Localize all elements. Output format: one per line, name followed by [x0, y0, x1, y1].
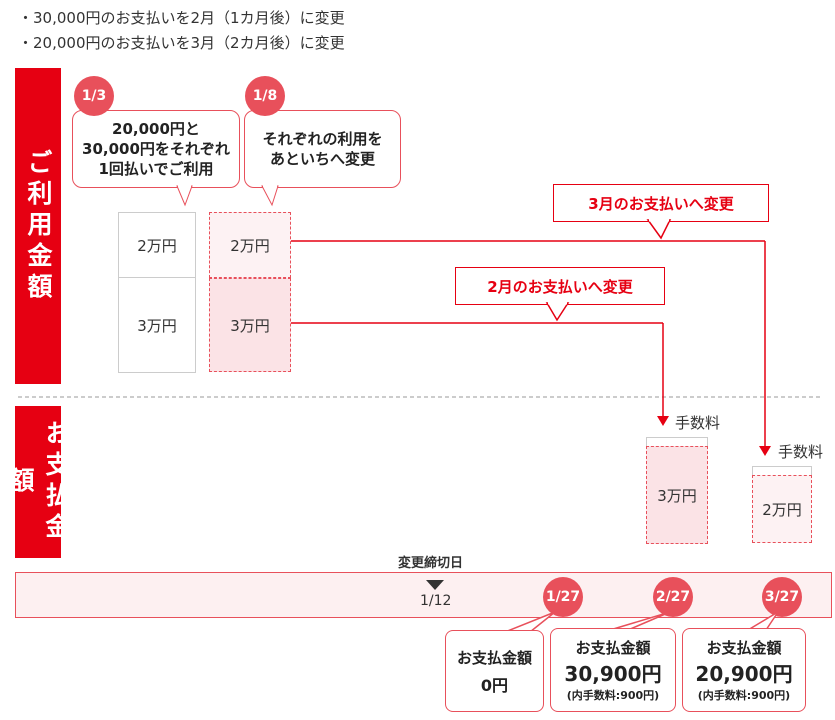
march-change-callout: 3月のお支払いへ変更 [553, 184, 769, 222]
intro-line-2: ・20,000円のお支払いを3月（2カ月後）に変更 [18, 34, 345, 52]
payment-amount: 20,900円 [695, 662, 793, 686]
payment-info-jan: お支払金額 0円 [445, 630, 544, 712]
feb-payment-box: 3万円 [646, 446, 708, 544]
bubble-line: それぞれの利用を [262, 130, 383, 148]
change-note-bubble: それぞれの利用を あといちへ変更 [244, 110, 401, 188]
payment-title: お支払金額 [706, 639, 782, 657]
date-badge-1-3: 1/3 [74, 76, 114, 116]
payment-title: お支払金額 [456, 648, 532, 667]
bubble-line: 20,000円と [112, 120, 200, 138]
deadline-label: 変更締切日 [398, 556, 464, 571]
deadline-date: 1/12 [420, 593, 452, 609]
usage-box-20000: 2万円 [118, 212, 196, 278]
bubble-line: あといちへ変更 [269, 150, 375, 168]
usage-box-30000: 3万円 [118, 277, 196, 373]
date-badge-3-27: 3/27 [762, 577, 802, 617]
payment-fee-note: (内手数料:900円) [697, 689, 791, 702]
date-badge-1-27: 1/27 [543, 577, 583, 617]
mar-payment-box: 2万円 [752, 475, 812, 543]
usage-note-bubble: 20,000円と 30,000円をそれぞれ 1回払いでご利用 [72, 110, 240, 188]
mar-fee-label: 手数料 [778, 443, 824, 461]
intro-line-1: ・30,000円のお支払いを2月（1カ月後）に変更 [18, 9, 345, 27]
feb-arrowhead [657, 416, 669, 426]
payment-amount: 30,900円 [564, 662, 662, 686]
payment-info-feb: お支払金額 30,900円 (内手数料:900円) [550, 628, 676, 712]
payment-amount: 0円 [480, 675, 509, 695]
feb-change-callout: 2月のお支払いへ変更 [455, 267, 665, 305]
bubble-line: 1回払いでご利用 [98, 160, 214, 178]
date-badge-2-27: 2/27 [653, 577, 693, 617]
deferred-box-30000: 3万円 [209, 278, 291, 372]
date-badge-1-8: 1/8 [245, 76, 285, 116]
payment-info-mar: お支払金額 20,900円 (内手数料:900円) [682, 628, 806, 712]
payment-fee-note: (内手数料:900円) [566, 689, 660, 702]
usage-section-label: ご利用金額 [15, 68, 61, 384]
timeline-bar [15, 572, 832, 618]
bubble-line: 30,000円をそれぞれ [82, 140, 230, 158]
payment-title: お支払金額 [575, 639, 651, 657]
march-arrowhead [759, 446, 771, 456]
deferred-box-20000: 2万円 [209, 212, 291, 278]
feb-fee-label: 手数料 [675, 414, 721, 432]
